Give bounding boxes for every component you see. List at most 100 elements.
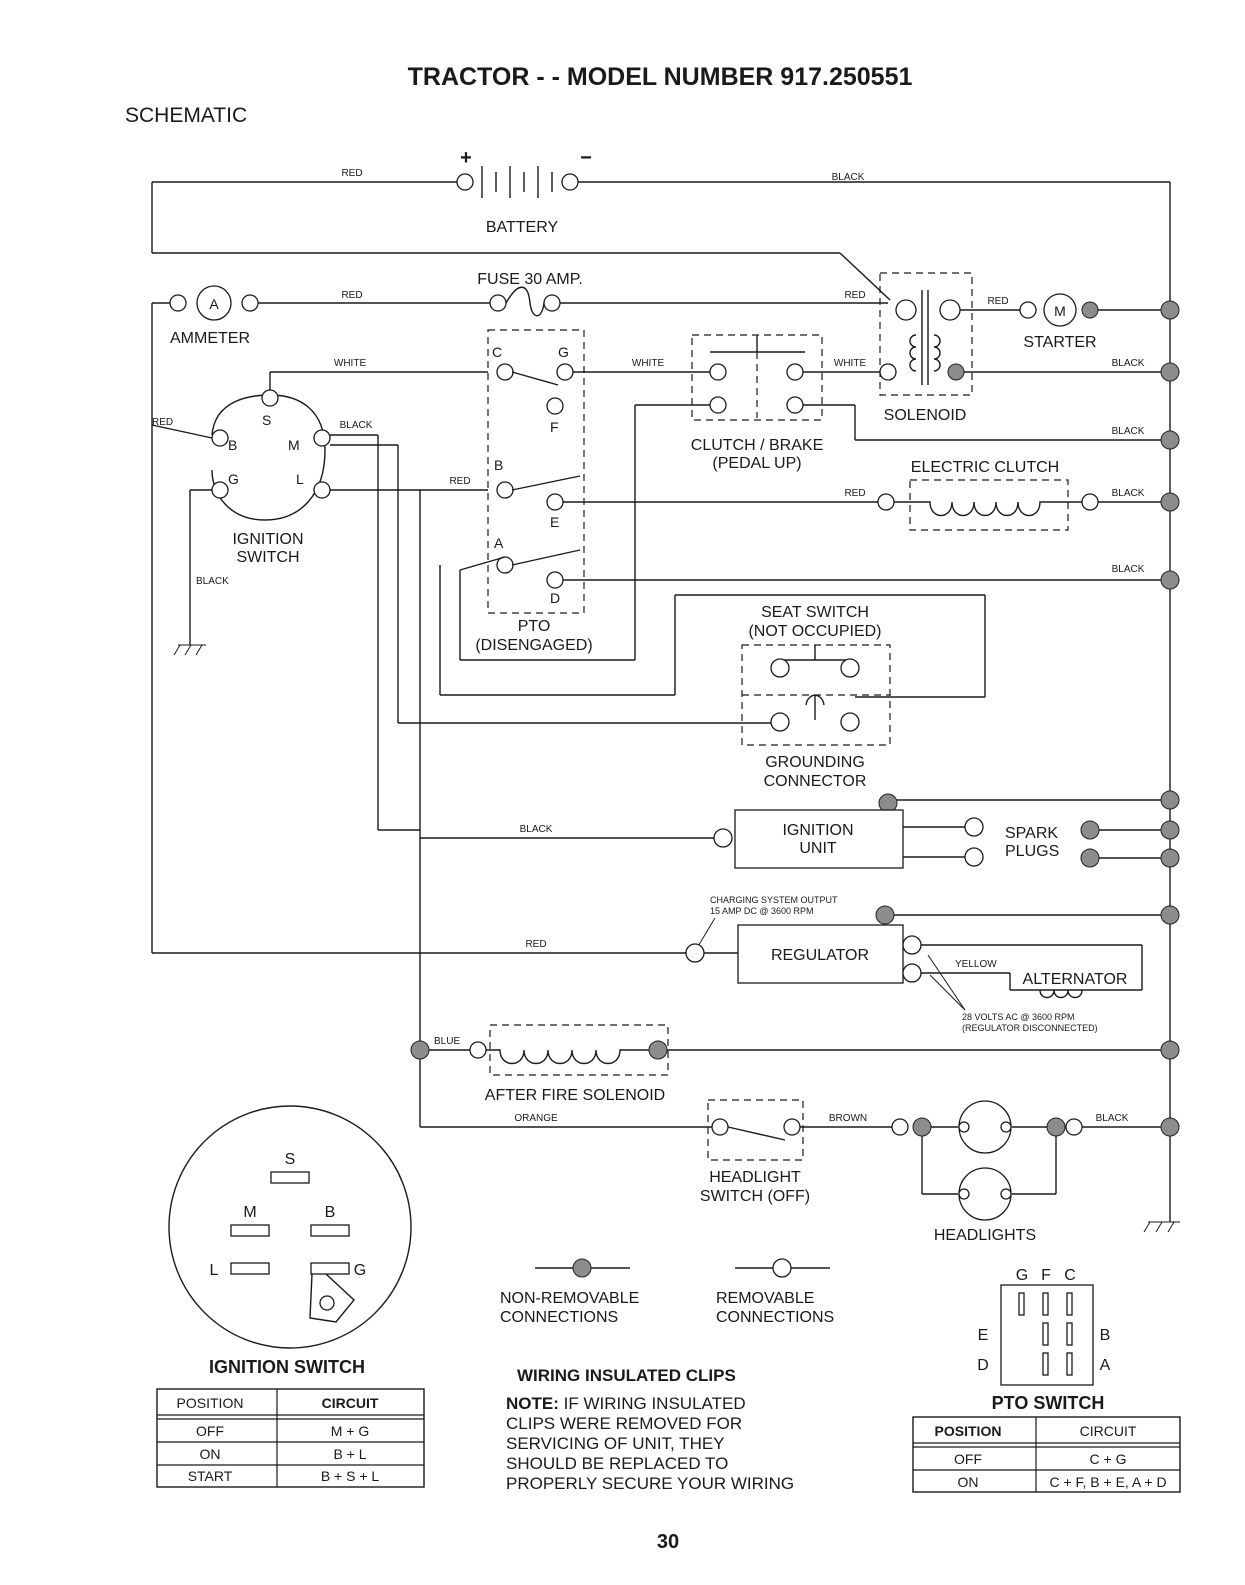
headlight-brown-wire-label: BROWN	[829, 1113, 867, 1124]
ign-terminal-l: L	[296, 471, 304, 487]
electric-clutch-label: ELECTRIC CLUTCH	[911, 459, 1059, 476]
charging-output-label-2: 15 AMP DC @ 3600 RPM	[710, 906, 814, 916]
pto-terminal-a: A	[494, 535, 504, 551]
ignition-table-row-start-position: START	[188, 1468, 233, 1484]
starter: M STARTER RED BLACK	[960, 293, 1180, 382]
electric-clutch: ELECTRIC CLUTCH RED BLACK	[844, 459, 1180, 531]
ign-ground-wire-label: BLACK	[196, 576, 229, 587]
pto-terminal-b: B	[494, 457, 503, 473]
connections-legend: NON-REMOVABLE CONNECTIONS REMOVABLE CONN…	[500, 1258, 834, 1326]
headlight-circuit: ORANGE BROWN HEADLIGHT SWITCH (OFF) BLAC…	[420, 1099, 1180, 1244]
charging-output-label-1: CHARGING SYSTEM OUTPUT	[710, 895, 838, 905]
seat-switch: SEAT SWITCH (NOT OCCUPIED) GROUNDING CON…	[741, 604, 891, 790]
page-title: TRACTOR - - MODEL NUMBER 917.250551	[408, 63, 913, 91]
clutch-brake-state-label: (PEDAL UP)	[712, 455, 801, 472]
battery: + − BATTERY RED BLACK	[151, 147, 1170, 301]
schematic-subtitle: SCHEMATIC	[125, 104, 247, 127]
ignition-table-row-on-circuit: B + L	[333, 1446, 366, 1462]
ign-terminal-m: M	[288, 437, 300, 453]
ignition-table-header-circuit: CIRCUIT	[322, 1395, 379, 1411]
ammeter-label: AMMETER	[170, 330, 250, 347]
battery-minus-sign: −	[580, 147, 592, 169]
headlight-switch-label-1: HEADLIGHT	[709, 1169, 801, 1186]
alternator: YELLOW ALTERNATOR 28 VOLTS AC @ 3600 RPM…	[921, 944, 1143, 1033]
clutch-brake-switch: WHITE BLACK CLUTCH / BRAKE (PEDAL UP)	[691, 334, 1180, 472]
pto-face-terminal-f: F	[1041, 1267, 1051, 1284]
headlights-label: HEADLIGHTS	[934, 1227, 1036, 1244]
pto-switch-schematic: C G F B E A D PTO (DISENGAGED) WHITE BLA…	[439, 329, 1180, 698]
ign-m-wire-label: BLACK	[340, 420, 373, 431]
alternator-yellow-wire-label: YELLOW	[955, 959, 997, 970]
starter-label: STARTER	[1023, 334, 1096, 351]
after-fire-label: AFTER FIRE SOLENOID	[485, 1087, 665, 1104]
pto-table-row-on-circuit: C + F, B + E, A + D	[1049, 1474, 1166, 1490]
solenoid-label: SOLENOID	[884, 407, 967, 424]
page-number: 30	[657, 1531, 679, 1553]
pto-table-title: PTO SWITCH	[992, 1393, 1105, 1413]
fuse-label: FUSE 30 AMP.	[477, 271, 583, 288]
clutch-ground-wire-label: BLACK	[1112, 426, 1145, 437]
ammeter-red-wire-label: RED	[341, 290, 362, 301]
fuse-red-wire-label: RED	[844, 290, 865, 301]
headlight-orange-wire-label: ORANGE	[514, 1113, 558, 1124]
pto-face-terminal-b: B	[1100, 1327, 1111, 1344]
wiring-clips-note-first-line: IF WIRING INSULATED	[564, 1394, 746, 1413]
ignition-unit-label-2: UNIT	[799, 840, 837, 857]
battery-red-wire-label: RED	[341, 168, 362, 179]
ignition-table-row-off-circuit: M + G	[331, 1423, 370, 1439]
wiring-clips-note: WIRING INSULATED CLIPS NOTE: IF WIRING I…	[506, 1366, 794, 1493]
legend-removable-2: CONNECTIONS	[716, 1309, 834, 1326]
grounding-connector-label-2: CONNECTOR	[764, 773, 867, 790]
battery-plus-sign: +	[460, 147, 472, 169]
spark-plugs-label-1: SPARK	[1005, 825, 1058, 842]
wiring-clips-line-2: CLIPS WERE REMOVED FOR	[506, 1414, 742, 1433]
pto-terminal-g: G	[558, 344, 569, 360]
ign-white-wire-label: WHITE	[334, 358, 367, 369]
pto-switch-table: PTO SWITCH POSITION CIRCUIT OFF C + G ON…	[912, 1393, 1181, 1493]
alternator-note-1: 28 VOLTS AC @ 3600 RPM	[962, 1012, 1075, 1022]
pto-table-header-position: POSITION	[935, 1423, 1002, 1439]
pto-table-row-off-position: OFF	[954, 1451, 982, 1467]
electric-clutch-red-wire-label: RED	[844, 488, 865, 499]
alternator-note-2: (REGULATOR DISCONNECTED)	[962, 1023, 1098, 1033]
pto-terminal-e: E	[550, 514, 559, 530]
alternator-label: ALTERNATOR	[1023, 971, 1128, 988]
wiring-clips-line-1: NOTE: IF WIRING INSULATED	[506, 1394, 746, 1413]
battery-label: BATTERY	[486, 219, 559, 236]
pto-terminal-d: D	[550, 590, 560, 606]
grounding-connector-label-1: GROUNDING	[765, 754, 865, 771]
pto-face-terminal-e: E	[978, 1327, 989, 1344]
solenoid: SOLENOID	[879, 272, 973, 424]
ammeter-symbol: A	[209, 296, 219, 312]
pto-table-header-circuit: CIRCUIT	[1080, 1423, 1137, 1439]
pto-face-terminal-a: A	[1100, 1357, 1111, 1374]
fuse: FUSE 30 AMP. RED	[477, 271, 888, 317]
pto-switch-face: G F C E D B A	[977, 1267, 1111, 1386]
headlight-switch-label-2: SWITCH (OFF)	[700, 1188, 810, 1205]
ign-face-terminal-b: B	[325, 1204, 336, 1221]
ammeter: A AMMETER RED	[151, 285, 490, 425]
spark-plugs-label-2: PLUGS	[1005, 843, 1059, 860]
electric-clutch-ground-wire-label: BLACK	[1112, 488, 1145, 499]
starter-red-wire-label: RED	[987, 296, 1008, 307]
ignition-switch-face: S M B L G	[168, 1105, 412, 1349]
pto-table-row-on-position: ON	[958, 1474, 979, 1490]
ignition-switch-label-2: SWITCH	[236, 549, 299, 566]
ignition-switch-label-1: IGNITION	[232, 531, 303, 548]
wiring-clips-heading: WIRING INSULATED CLIPS	[517, 1366, 736, 1385]
starter-symbol: M	[1054, 303, 1066, 319]
pto-face-terminal-g: G	[1016, 1267, 1028, 1284]
ignition-table-row-on-position: ON	[200, 1446, 221, 1462]
ignition-switch-table: IGNITION SWITCH POSITION CIRCUIT OFF M +…	[156, 1357, 425, 1488]
clutch-white-wire-label: WHITE	[834, 358, 867, 369]
pto-label: PTO	[518, 618, 551, 635]
pto-terminal-f: F	[550, 419, 559, 435]
legend-removable-1: REMOVABLE	[716, 1290, 814, 1307]
regulator-red-wire-label: RED	[525, 939, 546, 950]
ign-face-terminal-m: M	[243, 1204, 256, 1221]
ignition-table-header-position: POSITION	[177, 1395, 244, 1411]
pto-table-row-off-circuit: C + G	[1090, 1451, 1127, 1467]
ignition-unit-label-1: IGNITION	[782, 822, 853, 839]
wiring-clips-note-label: NOTE:	[506, 1394, 559, 1413]
